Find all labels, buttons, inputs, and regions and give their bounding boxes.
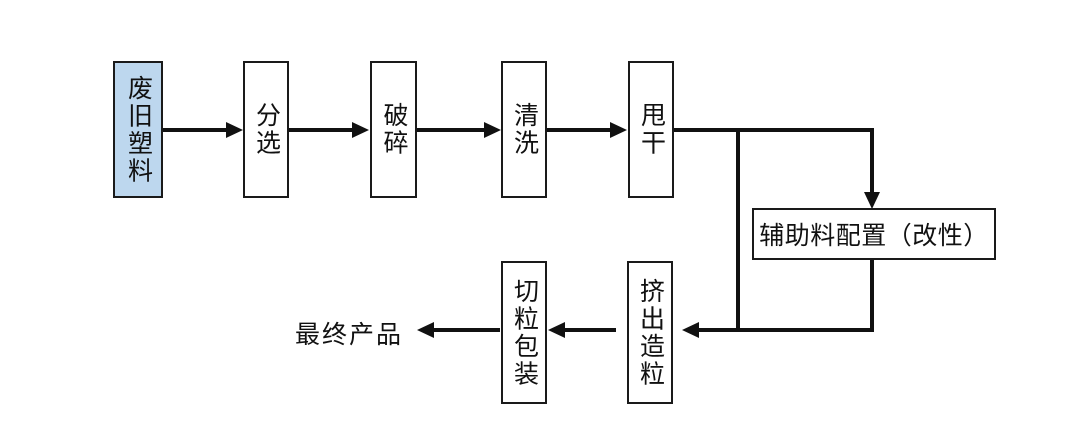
connector-washing-to-spin-drying — [547, 122, 627, 138]
connector-cutting-to-final-product — [417, 322, 500, 338]
node-waste-plastic-label: 废旧塑料 — [124, 74, 152, 185]
connector-sorting-to-crushing — [289, 122, 369, 138]
node-washing-label: 清洗 — [510, 102, 538, 157]
label-final-product: 最终产品 — [295, 315, 403, 351]
connector-additive-blending-return — [682, 260, 874, 338]
node-additive-blending[interactable]: 辅助料配置（改性） — [752, 208, 996, 260]
node-cutting-packaging[interactable]: 切粒包装 — [501, 261, 547, 404]
node-spin-drying[interactable]: 甩干 — [628, 61, 674, 198]
node-spin-drying-label: 甩干 — [637, 102, 665, 157]
node-crushing-label: 破碎 — [380, 102, 407, 157]
connector-trunk-to-additive-blending — [864, 130, 880, 209]
node-sorting[interactable]: 分选 — [243, 61, 289, 198]
node-extrusion-pelleting-label: 挤出造粒 — [636, 277, 664, 388]
node-waste-plastic[interactable]: 废旧塑料 — [113, 61, 163, 198]
connector-extrusion-to-cutting — [548, 322, 616, 338]
label-final-product-text: 最终产品 — [295, 322, 404, 349]
node-crushing[interactable]: 破碎 — [370, 61, 417, 198]
node-washing[interactable]: 清洗 — [501, 61, 547, 198]
node-extrusion-pelleting[interactable]: 挤出造粒 — [627, 261, 673, 404]
node-additive-blending-label: 辅助料配置（改性） — [759, 223, 989, 250]
connector-waste-plastic-to-sorting — [163, 122, 243, 138]
node-sorting-label: 分选 — [252, 102, 280, 157]
connector-crushing-to-washing — [417, 122, 501, 138]
node-cutting-packaging-label: 切粒包装 — [510, 277, 538, 388]
